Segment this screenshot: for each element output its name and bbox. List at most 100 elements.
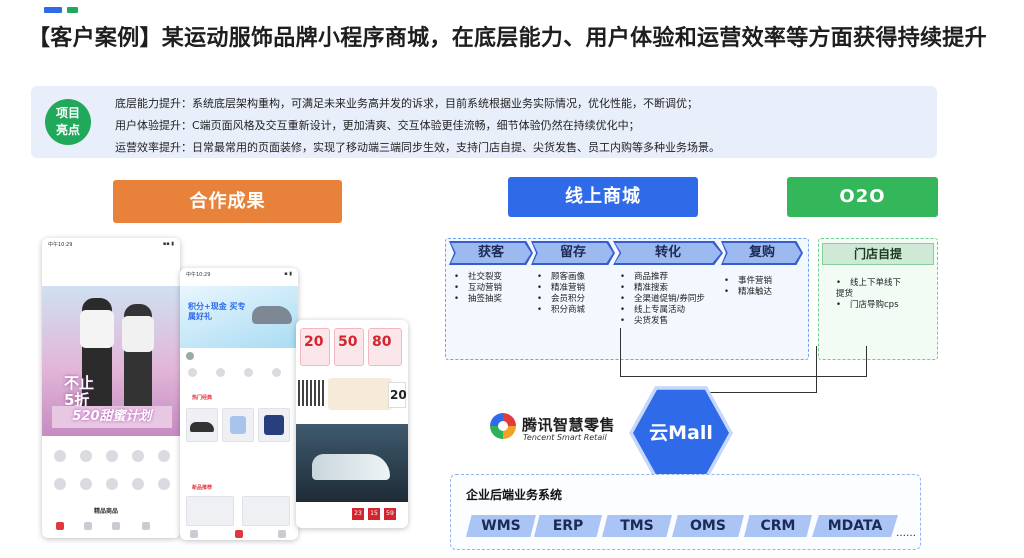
product-thumb[interactable] <box>242 496 290 526</box>
backend-systems-box <box>450 474 921 550</box>
stage-repurchase-list: 事件营销 精准触达 <box>724 276 772 298</box>
banner-text-line2: 5折 <box>64 391 90 409</box>
side-tag-value: 20 <box>390 388 407 402</box>
highlight-line-infrastructure: 底层能力提升：系统底层架构重构，可满足未来业务高并发的诉求，目前系统根据业务实际… <box>115 97 698 110</box>
top-product <box>230 416 246 434</box>
tencent-logo-sub: Tencent Smart Retail <box>523 433 607 442</box>
phone-mockup-home: 中午10:29 ▪▪ ▮ 不止 5折 520甜蜜计划 精品商品 <box>42 238 180 538</box>
highlights-badge: 项目 亮点 <box>45 99 91 145</box>
tab-cart-icon[interactable] <box>235 530 243 538</box>
product-thumb[interactable] <box>186 496 234 526</box>
stage-acquisition: 获客 <box>451 243 531 263</box>
promo-banner[interactable]: 520甜蜜计划 <box>52 406 172 428</box>
coupon-value-80: 80 <box>372 334 392 350</box>
highlight-line-ux: 用户体验提升：C端页面风格及交互重新设计，更加清爽、交互体验更佳流畅，细节体验仍… <box>115 119 640 132</box>
shortcut-icon <box>272 368 281 377</box>
cloud-mall-hexagon: 云Mall <box>633 389 729 477</box>
tab-profile-icon[interactable] <box>142 522 150 530</box>
category-icon <box>158 450 170 462</box>
coupon-value-50: 50 <box>338 334 358 350</box>
category-icon <box>132 450 144 462</box>
bottom-section-label: 精品商品 <box>94 508 119 515</box>
stage-conversion-list: 商品推荐 精准搜索 全渠道促销/券同步 线上专属活动 尖货发售 <box>620 272 705 327</box>
system-tag-wms: WMS <box>466 515 536 537</box>
status-time: 中午10:29 <box>186 272 211 278</box>
shortcut-icon <box>188 368 197 377</box>
section-new-title: 新品推荐 <box>192 485 213 491</box>
corner-bar-blue <box>44 7 62 13</box>
tab-category-icon[interactable] <box>84 522 92 530</box>
connector-line <box>680 392 816 393</box>
qr-code <box>298 380 324 406</box>
highlights-badge-line2: 亮点 <box>55 123 80 137</box>
list-item: 全渠道促销/券同步 <box>620 294 705 305</box>
list-item: 精准营销 <box>537 283 585 294</box>
connector-line <box>620 376 866 377</box>
system-tag-tms: TMS <box>602 515 672 537</box>
model-figure-2-shirt <box>122 316 154 352</box>
store-pickup-title: 门店自提 <box>822 243 934 265</box>
stage-repurchase: 复购 <box>723 243 801 263</box>
coupon[interactable] <box>300 328 330 366</box>
list-item: 精准搜索 <box>620 283 705 294</box>
category-icon <box>106 450 118 462</box>
page-title: 【客户案例】某运动服饰品牌小程序商城，在底层能力、用户体验和运营效率等方面获得持… <box>28 26 987 51</box>
stage-conversion: 转化 <box>615 243 721 263</box>
highlight-line-operations: 运营效率提升：日常最常用的页面装修，实现了移动端三端同步生效，支持门店自提、尖货… <box>115 141 720 154</box>
corner-bar-green <box>67 7 78 13</box>
countdown-box: 15 <box>368 508 380 520</box>
status-icons: ▪▪ ▮ <box>162 241 174 247</box>
shortcut-icon <box>244 368 253 377</box>
phone-mockup-points-mall: 中午10:29 ▪ ▮ 积分+现金 买专属好礼 热门经典 新品推荐 <box>180 268 298 540</box>
connector-line <box>620 328 621 376</box>
model-figure-1-shirt <box>80 310 114 348</box>
tab-profile-icon[interactable] <box>278 530 286 538</box>
category-icon <box>132 478 144 490</box>
shoe-image <box>252 306 292 324</box>
coupon[interactable] <box>334 328 364 366</box>
tab-home-icon[interactable] <box>190 530 198 538</box>
section-result-pill: 合作成果 <box>113 180 342 223</box>
stage-retention-list: 顾客画像 精准营销 会员积分 积分商城 <box>537 272 585 316</box>
status-time: 中午10:29 <box>48 242 73 248</box>
tencent-logo-name: 腾讯智慧零售 <box>522 416 616 434</box>
list-item: 尖货发售 <box>620 316 705 327</box>
system-tag-oms: OMS <box>672 515 744 537</box>
list-item: 门店导购cps <box>836 300 902 311</box>
side-tag <box>388 382 406 408</box>
tab-cart-icon[interactable] <box>112 522 120 530</box>
section-o2o-pill: O2O <box>787 177 938 217</box>
list-item: 商品推荐 <box>620 272 705 283</box>
notice-card <box>328 378 392 410</box>
category-icon <box>80 478 92 490</box>
category-icon <box>54 478 66 490</box>
list-item: 线上下单线下提货 <box>836 278 902 300</box>
status-bar: 中午10:29 ▪ ▮ <box>180 268 298 281</box>
coupon[interactable] <box>368 328 402 366</box>
tencent-logo-icon-core <box>498 421 508 431</box>
countdown-box: 23 <box>352 508 364 520</box>
category-icon <box>54 450 66 462</box>
category-icon <box>80 450 92 462</box>
section-hot-title: 热门经典 <box>192 395 213 401</box>
system-tag-crm: CRM <box>744 515 812 537</box>
highlights-panel: 项目 亮点 底层能力提升：系统底层架构重构，可满足未来业务高并发的诉求，目前系统… <box>31 86 937 158</box>
list-item: 抽签抽奖 <box>454 294 502 305</box>
shortcut-icon <box>216 368 225 377</box>
highlights-badge-line1: 项目 <box>55 106 80 120</box>
status-bar: 中午10:29 ▪▪ ▮ <box>42 238 180 251</box>
list-item: 事件营销 <box>724 276 772 287</box>
status-icons: ▪ ▮ <box>284 271 292 277</box>
coupon-value-20: 20 <box>304 334 324 350</box>
tab-home-icon[interactable] <box>56 522 64 530</box>
list-item: 顾客画像 <box>537 272 585 283</box>
countdown-box: 59 <box>384 508 396 520</box>
section-online-mall-pill: 线上商城 <box>508 177 698 217</box>
tee-product <box>264 415 284 435</box>
stage-retention: 留存 <box>533 243 613 263</box>
list-item: 线上专属活动 <box>620 305 705 316</box>
list-item: 社交裂变 <box>454 272 502 283</box>
list-item: 积分商城 <box>537 305 585 316</box>
list-item: 精准触达 <box>724 287 772 298</box>
sneaker-image <box>312 454 390 480</box>
